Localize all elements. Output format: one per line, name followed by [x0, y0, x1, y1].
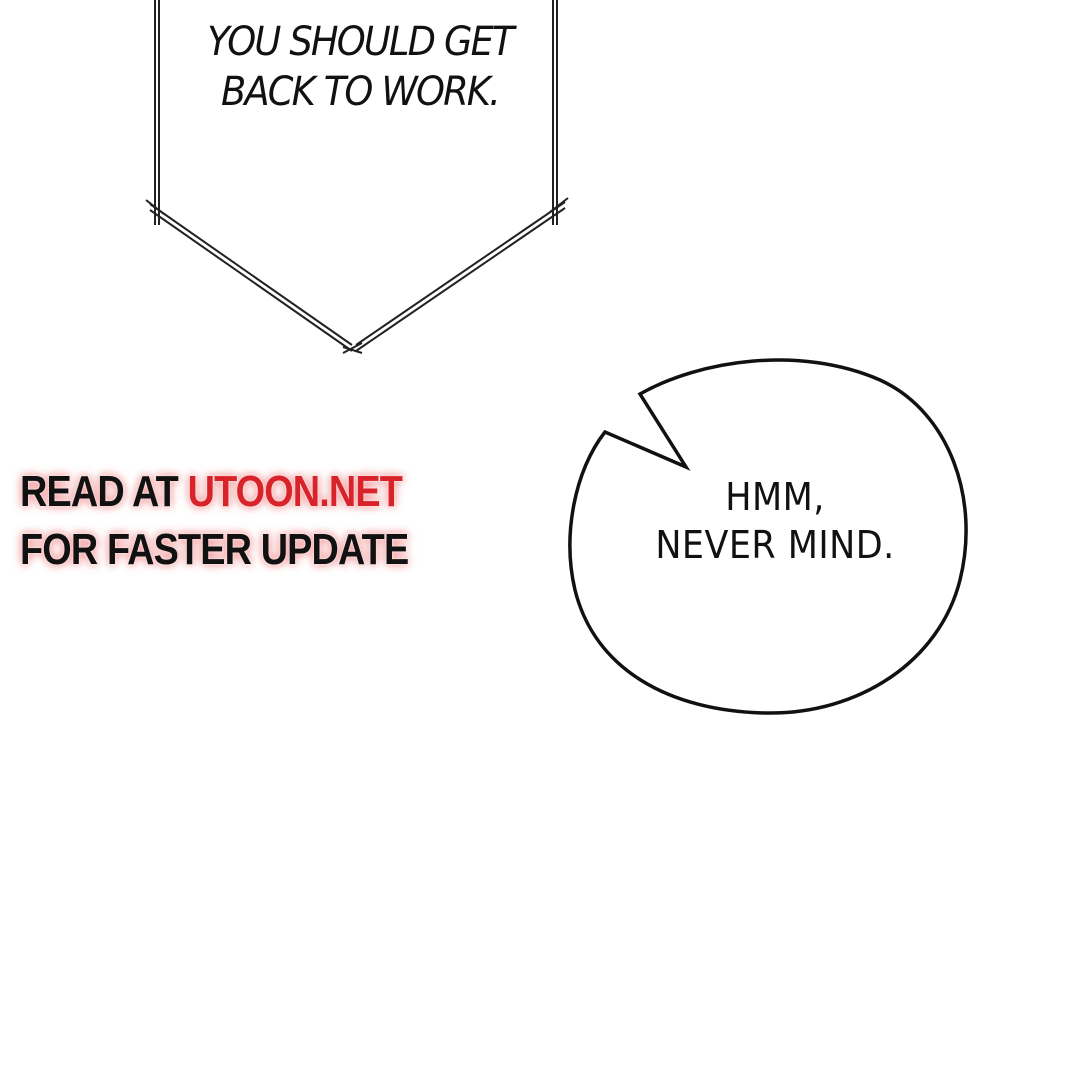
watermark-row-2: FOR FASTER UPDATE: [20, 525, 409, 574]
sign-line-1: YOU SHOULD GET: [207, 19, 514, 65]
speech-line-2: NEVER MIND.: [655, 523, 895, 567]
watermark-row-1: READ AT UTOON.NET: [20, 470, 408, 514]
sign-bubble-text: YOU SHOULD GET BACK TO WORK.: [176, 22, 544, 122]
speech-bubble-text: HMM, NEVER MIND.: [614, 478, 936, 574]
speech-bubble: [568, 358, 968, 715]
watermark-site: UTOON.NET: [187, 467, 403, 516]
watermark-prefix: READ AT: [20, 467, 188, 516]
hanging-sign-bubble: [145, 0, 569, 354]
watermark: READ AT UTOON.NET FOR FASTER UPDATE: [20, 470, 409, 586]
speech-line-1: HMM,: [725, 475, 825, 519]
sign-line-2: BACK TO WORK.: [221, 69, 501, 115]
